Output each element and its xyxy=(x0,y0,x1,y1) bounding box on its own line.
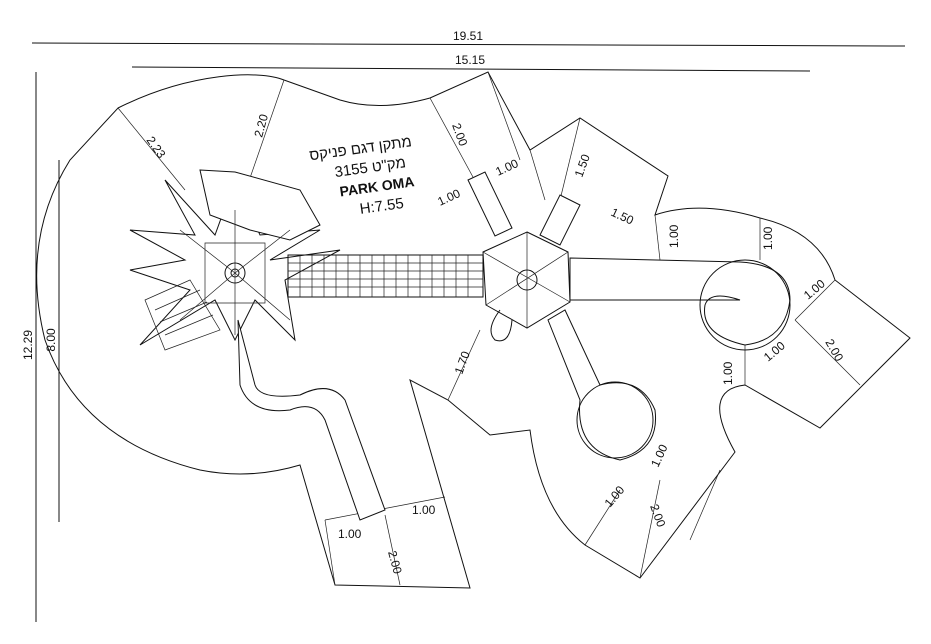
dim-right-slide-depth: 2.00 xyxy=(822,337,846,365)
zone-division-lines xyxy=(117,71,861,586)
dim-right-top-b: 1.50 xyxy=(609,205,636,228)
net-bridge xyxy=(287,254,484,298)
dim-right-slide-c: 1.00 xyxy=(801,276,828,302)
dim-center-slide-depth: 2.00 xyxy=(647,502,668,529)
dim-right-slide-d: 1.00 xyxy=(761,338,788,364)
safety-zone-outline xyxy=(36,71,911,589)
dim-right-slide-e: 1.00 xyxy=(721,361,735,385)
dim-center-slide-a: 1.00 xyxy=(648,442,671,469)
dim-right-slide-a: 1.00 xyxy=(667,224,681,248)
dimension-lines xyxy=(31,42,906,622)
height-label: H:7.55 xyxy=(359,195,405,218)
star-tower xyxy=(129,169,341,351)
dim-left-radius-a: 2.23 xyxy=(144,134,169,161)
dim-right-top-a: 1.50 xyxy=(572,152,593,179)
tube-slides xyxy=(237,257,791,521)
dim-mid-clearance: 1.70 xyxy=(452,349,473,376)
dim-top-zone-side-a: 1.00 xyxy=(435,186,462,209)
dim-top-zone-depth: 2.00 xyxy=(449,121,470,148)
dim-overall-width: 19.51 xyxy=(453,29,483,43)
title-block: מתקן דגם פניקס מק"ט 3155 PARK OMA H:7.55 xyxy=(308,133,415,218)
dim-top-zone-side-b: 1.00 xyxy=(493,156,520,179)
ladders xyxy=(467,171,581,246)
dim-inner-height: 8.00 xyxy=(44,328,58,352)
dim-right-slide-b: 1.00 xyxy=(761,226,775,250)
dim-left-slide-depth: 2.00 xyxy=(385,549,405,575)
dim-left-radius-b: 2.20 xyxy=(251,112,271,138)
dim-left-slide-b: 1.00 xyxy=(412,503,436,517)
dim-center-slide-b: 1.00 xyxy=(602,483,628,510)
hex-tower xyxy=(482,231,571,342)
dim-overall-height: 12.29 xyxy=(21,330,35,360)
dim-inner-width: 15.15 xyxy=(455,53,485,67)
dim-left-slide-a: 1.00 xyxy=(338,527,362,541)
